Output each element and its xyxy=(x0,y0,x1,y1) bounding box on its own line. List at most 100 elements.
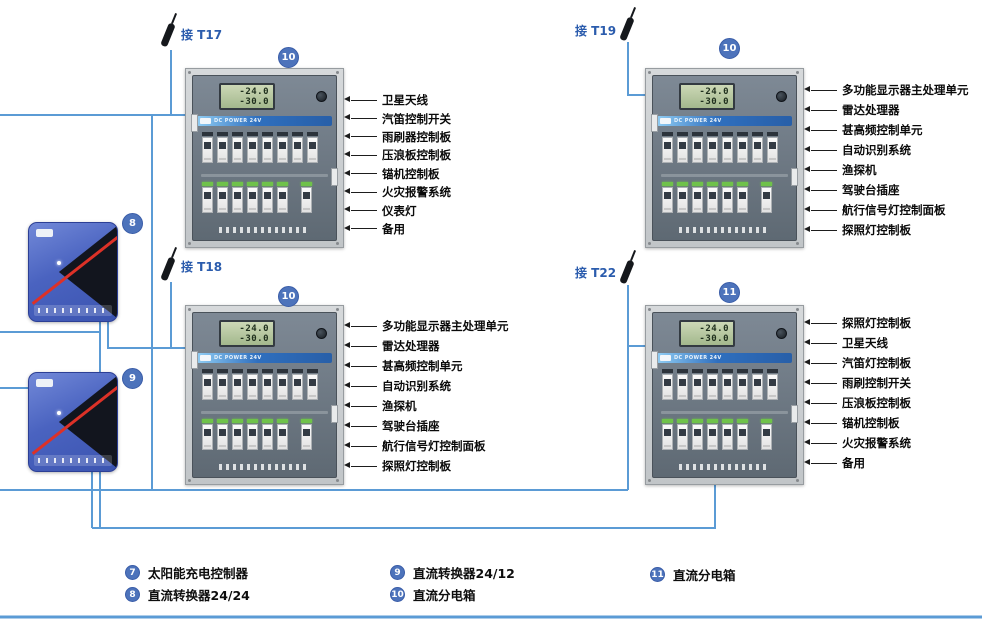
terminal-strip xyxy=(679,227,770,233)
breaker-indicator xyxy=(722,132,733,136)
circuit-breaker-switch xyxy=(277,182,288,213)
breaker-body xyxy=(247,374,258,400)
circuit-breaker-switch xyxy=(202,419,213,450)
breaker-indicator xyxy=(301,419,312,423)
panel-label-row: 备用 xyxy=(344,220,451,238)
equipment-label: 仪表灯 xyxy=(382,203,417,218)
breaker-toggle xyxy=(709,142,716,149)
breaker-row-upper xyxy=(662,369,778,400)
callout-arrow-icon xyxy=(804,458,837,465)
banner-text: DC POWER 24V xyxy=(674,118,722,124)
equipment-label: 卫星天线 xyxy=(842,336,888,350)
breaker-body xyxy=(722,137,733,163)
terminal-strip xyxy=(679,464,770,470)
equipment-label: 备用 xyxy=(382,221,405,236)
breaker-body xyxy=(217,374,228,400)
breaker-body xyxy=(301,424,312,450)
circuit-breaker-switch xyxy=(662,182,673,213)
breaker-indicator xyxy=(217,369,228,373)
legend-item-9: 9 直流转换器24/12 xyxy=(390,563,515,582)
breaker-body xyxy=(202,424,213,450)
side-connector-left xyxy=(651,351,658,369)
breaker-body xyxy=(707,137,718,163)
breaker-toggle xyxy=(294,142,301,149)
panel-face: -24.0 -30.0 DC POWER 24V xyxy=(191,312,338,478)
status-led xyxy=(57,411,61,415)
equipment-label: 卫星天线 xyxy=(382,93,428,108)
panel-label-row: 自动识别系统 xyxy=(804,140,969,160)
power-button xyxy=(776,91,787,102)
breaker-toggle xyxy=(694,192,701,199)
callout-arrow-icon xyxy=(344,441,377,448)
callout-arrow-icon xyxy=(804,185,837,192)
breaker-toggle xyxy=(264,429,271,436)
panel-label-list-t18: 多功能显示器主处理单元雷达处理器甚高频控制单元自动识别系统渔探机驾驶台插座航行信… xyxy=(344,316,509,476)
circuit-breaker-switch xyxy=(677,419,688,450)
panel-number-badge: 10 xyxy=(278,47,299,68)
circuit-breaker-switch xyxy=(767,132,778,163)
equipment-label: 汽笛控制开关 xyxy=(382,111,451,126)
callout-arrow-icon xyxy=(344,421,377,428)
equipment-label: 航行信号灯控制面板 xyxy=(842,203,946,217)
brand-banner: DC POWER 24V xyxy=(197,116,332,126)
breaker-body xyxy=(707,187,718,213)
breaker-toggle xyxy=(664,379,671,386)
panel-label-row: 锚机控制板 xyxy=(344,165,451,183)
legend-item-7: 7 太阳能充电控制器 xyxy=(125,563,248,582)
callout-arrow-icon xyxy=(344,401,377,408)
equipment-label: 探照灯控制板 xyxy=(842,223,911,237)
breaker-toggle xyxy=(763,192,770,199)
lcd-display: -24.0 -30.0 xyxy=(679,320,735,347)
breaker-indicator xyxy=(277,132,288,136)
callout-arrow-icon xyxy=(804,145,837,152)
breaker-indicator xyxy=(247,369,258,373)
banner-text: DC POWER 24V xyxy=(214,118,262,124)
equipment-label: 雨刷器控制板 xyxy=(382,129,451,144)
circuit-breaker-switch xyxy=(761,182,772,213)
legend-label: 直流转换器24/24 xyxy=(148,588,250,603)
callout-arrow-icon xyxy=(804,85,837,92)
callout-arrow-icon xyxy=(804,105,837,112)
breaker-toggle xyxy=(249,379,256,386)
breaker-body xyxy=(692,374,703,400)
breaker-indicator xyxy=(277,182,288,186)
breaker-indicator xyxy=(737,182,748,186)
panel-number-badge: 10 xyxy=(278,286,299,307)
lcd-display: -24.0 -30.0 xyxy=(219,320,275,347)
breaker-body xyxy=(692,137,703,163)
callout-arrow-icon xyxy=(804,398,837,405)
breaker-toggle xyxy=(294,379,301,386)
breaker-indicator xyxy=(307,132,318,136)
breaker-indicator xyxy=(262,369,273,373)
circuit-breaker-switch xyxy=(262,132,273,163)
circuit-breaker-switch xyxy=(677,369,688,400)
breaker-indicator xyxy=(301,182,312,186)
circuit-breaker-switch xyxy=(692,182,703,213)
panel-label-row: 驾驶台插座 xyxy=(804,180,969,200)
breaker-body xyxy=(662,187,673,213)
circuit-breaker-switch xyxy=(217,132,228,163)
lcd-voltage-top: -24.0 xyxy=(699,86,729,97)
breaker-toggle xyxy=(234,379,241,386)
circuit-breaker-switch xyxy=(202,182,213,213)
breaker-body xyxy=(677,374,688,400)
breaker-body xyxy=(677,137,688,163)
lcd-display: -24.0 -30.0 xyxy=(679,83,735,110)
circuit-breaker-switch xyxy=(752,132,763,163)
connector-tag-t17: 接 T17 xyxy=(181,28,223,42)
legend-label: 直流分电箱 xyxy=(673,568,736,583)
breaker-indicator xyxy=(692,369,703,373)
breaker-indicator xyxy=(202,419,213,423)
equipment-label: 火灾报警系统 xyxy=(382,185,451,200)
breaker-indicator xyxy=(202,369,213,373)
breaker-body xyxy=(737,424,748,450)
panel-label-row: 压浪板控制板 xyxy=(344,146,451,164)
power-button xyxy=(316,328,327,339)
distribution-panel-t19: -24.0 -30.0 DC POWER 24V xyxy=(645,68,804,248)
panel-label-row: 探照灯控制板 xyxy=(344,456,509,476)
callout-arrow-icon xyxy=(344,381,377,388)
breaker-toggle xyxy=(264,192,271,199)
breaker-toggle xyxy=(279,379,286,386)
callout-arrow-icon xyxy=(344,96,377,103)
breaker-toggle xyxy=(264,379,271,386)
